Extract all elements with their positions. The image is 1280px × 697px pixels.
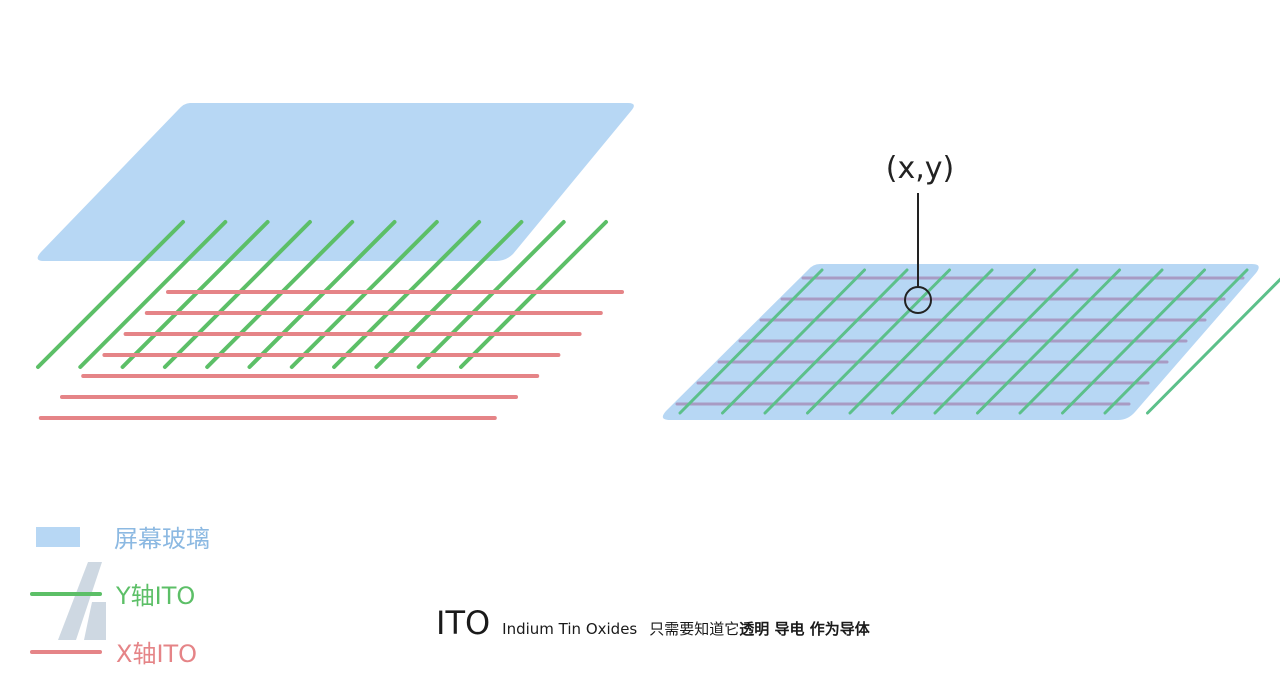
grid-y-line xyxy=(678,268,824,415)
left-y-ito-lines xyxy=(36,220,608,369)
caption-bold-conductive: 导电 xyxy=(774,620,805,638)
legend-swatch-y-ito xyxy=(30,591,102,596)
legend-swatch-glass xyxy=(36,526,80,547)
right-y-ito-lines xyxy=(678,268,1280,415)
grid-y-line xyxy=(848,268,994,415)
caption-note: 只需要知道它 xyxy=(649,620,740,638)
y-ito-line xyxy=(332,220,482,369)
grid-y-line xyxy=(721,268,866,415)
point-label: (x,y) xyxy=(886,151,954,186)
y-ito-line xyxy=(36,220,185,369)
grid-y-line xyxy=(976,268,1121,415)
legend-item-glass: 屏幕玻璃 xyxy=(30,519,210,554)
watermark-logo xyxy=(58,562,106,640)
left-glass-panel xyxy=(37,103,634,261)
caption-bold-transparent: 透明 xyxy=(739,620,770,638)
caption-ito: ITO xyxy=(436,604,491,642)
y-ito-line xyxy=(78,220,228,369)
legend-swatch-x-ito xyxy=(30,649,102,654)
y-ito-line xyxy=(416,220,566,369)
legend-item-y-ito: Y轴ITO xyxy=(30,576,195,611)
caption-full-name: Indium Tin Oxides xyxy=(502,620,638,638)
y-ito-line xyxy=(289,220,439,369)
legend-label-glass: 屏幕玻璃 xyxy=(114,525,210,553)
y-ito-line xyxy=(120,220,270,369)
grid-y-line xyxy=(891,268,1036,415)
y-ito-line xyxy=(162,220,312,369)
grid-y-line xyxy=(806,268,951,415)
grid-y-line xyxy=(1103,268,1249,415)
y-ito-line xyxy=(205,220,355,369)
left-x-ito-lines xyxy=(38,290,624,420)
legend-item-x-ito: X轴ITO xyxy=(30,634,197,669)
legend-label-y-ito: Y轴ITO xyxy=(116,582,196,610)
touch-point-marker xyxy=(904,286,932,314)
grid-y-line xyxy=(763,268,909,415)
legend-label-x-ito: X轴ITO xyxy=(116,640,198,668)
grid-y-line xyxy=(1146,277,1280,415)
grid-y-line xyxy=(1061,268,1206,415)
grid-y-line xyxy=(933,268,1079,415)
grid-y-line xyxy=(1018,268,1164,415)
y-ito-line xyxy=(459,220,608,369)
caption: ITO Indium Tin Oxides 只需要知道它透明 导电 作为导体 xyxy=(436,604,870,642)
y-ito-line xyxy=(374,220,524,369)
caption-bold-conductor: 作为导体 xyxy=(809,620,870,638)
y-ito-line xyxy=(247,220,397,369)
